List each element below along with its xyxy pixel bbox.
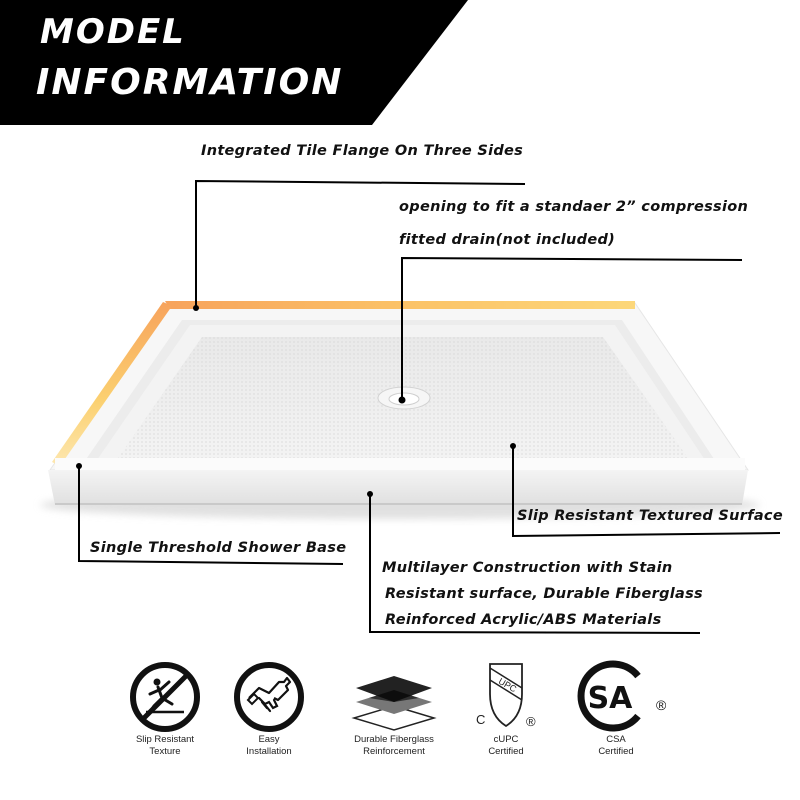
banner-title-line2: INFORMATION: [36, 62, 344, 103]
cupc-icon: UPC C ®: [476, 663, 536, 729]
feature-slip-resistant: Slip Resistant Texture: [105, 660, 225, 758]
feature-label-line1: Slip Resistant: [135, 734, 195, 745]
callout-drain-line1: opening to fit a standaer 2” compression: [399, 199, 749, 215]
svg-text:®: ®: [526, 714, 536, 729]
feature-label-line1: Durable Fiberglass: [354, 734, 434, 745]
feature-cupc-certified: UPC C ® cUPC Certified: [446, 658, 566, 758]
no-slip-icon: [130, 662, 200, 732]
svg-text:SA: SA: [588, 681, 634, 716]
feature-easy-installation: Easy Installation: [209, 660, 329, 758]
feature-label-line1: Easy: [258, 734, 280, 745]
csa-icon: SA ®: [577, 660, 666, 732]
feature-label-line2: Certified: [488, 746, 524, 757]
layers-icon: [351, 676, 437, 731]
feature-csa-certified: SA ® CSA Certified: [556, 658, 676, 758]
callout-construction-line2: Resistant surface, Durable Fiberglass: [385, 586, 703, 602]
callout-drain-line2: fitted drain(not included): [399, 232, 616, 248]
callout-construction-line1: Multilayer Construction with Stain: [382, 560, 673, 576]
feature-fiberglass-reinforcement: Durable Fiberglass Reinforcement: [334, 660, 454, 758]
feature-label-line2: Texture: [149, 746, 181, 757]
feature-label-line1: cUPC: [493, 734, 519, 745]
feature-label-line2: Installation: [246, 746, 292, 757]
callout-tile-flange: Integrated Tile Flange On Three Sides: [201, 143, 524, 159]
handshake-wrench-icon: [234, 662, 304, 732]
feature-label-line2: Certified: [598, 746, 634, 757]
callout-single-threshold: Single Threshold Shower Base: [90, 540, 347, 556]
callout-construction-line3: Reinforced Acrylic/ABS Materials: [385, 612, 662, 628]
callout-textured-surface: Slip Resistant Textured Surface: [517, 508, 783, 524]
feature-label-line2: Reinforcement: [363, 746, 425, 757]
banner-background: [0, 0, 468, 125]
feature-label-line1: CSA: [606, 734, 626, 745]
svg-text:®: ®: [656, 697, 666, 713]
svg-text:C: C: [476, 712, 485, 727]
banner-title-line1: MODEL: [40, 12, 186, 52]
header-banner: MODEL INFORMATION: [0, 0, 470, 125]
